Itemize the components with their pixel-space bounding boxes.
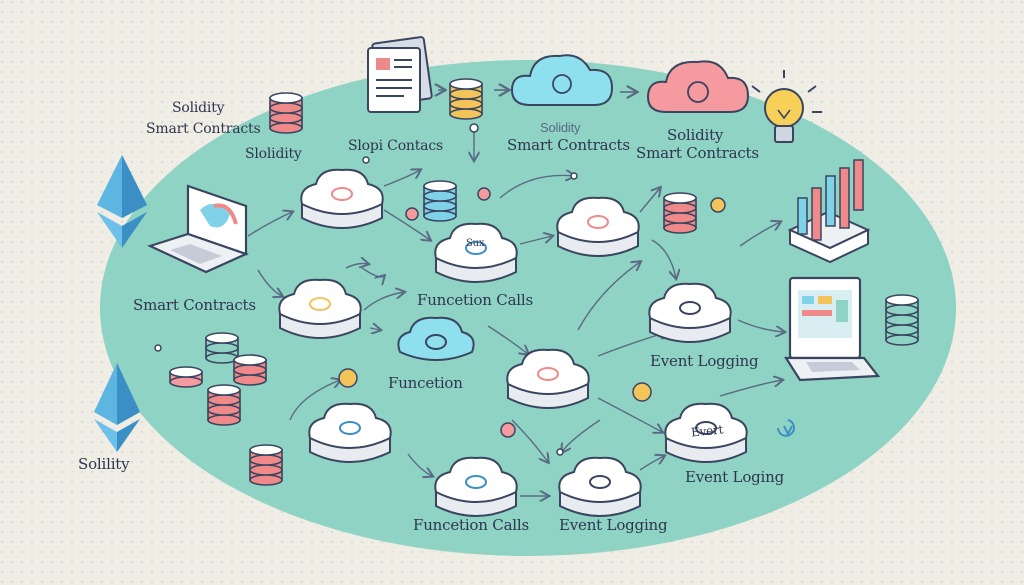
cloud-icon	[646, 60, 750, 113]
lightbulb-icon	[751, 70, 822, 143]
node-tile	[308, 402, 392, 463]
connector-arrow	[519, 236, 552, 245]
connector-arrow	[597, 397, 662, 432]
database-icon	[169, 366, 203, 388]
connector-arrow	[361, 267, 384, 277]
connector-arrow	[511, 419, 548, 462]
connector-arrow	[407, 453, 432, 476]
label-solidity-right: Solidity	[667, 126, 724, 144]
coin-icon	[338, 187, 795, 438]
database-icon	[269, 92, 303, 134]
document-icon	[367, 36, 433, 113]
ethereum-icon	[94, 363, 140, 452]
laptop-icon	[146, 184, 249, 274]
connector-arrow	[739, 222, 780, 247]
database-icon	[663, 192, 697, 234]
label-function-calls-bottom: Funcetion Calls	[413, 516, 530, 534]
tile-text-sux: Sux	[466, 238, 485, 249]
connector-arrow	[363, 292, 404, 311]
connector-arrow	[383, 170, 420, 187]
ethereum-icon	[97, 155, 147, 248]
database-icon	[885, 294, 919, 346]
connector-arrow	[577, 262, 640, 331]
connector-arrow	[487, 325, 528, 354]
connector-arrow	[562, 419, 601, 452]
node-tile	[278, 278, 362, 339]
node-tile-highlight	[397, 316, 475, 361]
database-icon	[249, 444, 283, 486]
connector-arrow	[247, 212, 292, 237]
database-icon	[423, 180, 457, 222]
connector-arrow	[499, 175, 574, 199]
connector-arrow	[737, 319, 784, 332]
node-tile	[664, 402, 748, 463]
node-tile	[558, 456, 642, 517]
label-solidity-bottom-left: Solility	[78, 455, 130, 473]
label-smart-contracts-right: Smart Contracts	[636, 144, 759, 162]
connector-arrow	[719, 380, 782, 397]
database-layer	[169, 78, 919, 486]
node-tile	[506, 348, 590, 409]
node-tile	[556, 196, 640, 257]
database-icon	[233, 354, 267, 386]
label-function-calls-center: Funcetion Calls	[417, 291, 534, 309]
label-smart-contracts-top-left: Smart Contracts	[146, 121, 261, 137]
pin-markers	[154, 123, 578, 456]
label-solidity-cloud: Solidity	[540, 120, 581, 135]
connector-arrow	[639, 456, 664, 471]
connector-arrow	[289, 380, 340, 421]
connector-arrow	[345, 264, 368, 269]
label-smart-contracts-left: Smart Contracts	[133, 296, 256, 314]
connector-arrow	[369, 328, 380, 330]
label-solidity-top-left: Solidity	[172, 100, 225, 116]
connector-arrow	[651, 239, 676, 278]
database-icon	[207, 384, 241, 426]
label-solidity-small: Slolidity	[245, 146, 302, 162]
database-icon	[205, 332, 239, 364]
label-smart-contracts-cloud: Smart Contracts	[507, 136, 630, 154]
label-event-logging-bottom: Event Logging	[559, 516, 668, 534]
database-icon	[449, 78, 483, 120]
cloud-icon	[510, 54, 614, 106]
connector-arrow	[383, 209, 430, 240]
connector-arrow	[257, 269, 282, 296]
laptop-icon	[783, 276, 881, 382]
node-tile	[434, 456, 518, 517]
label-function-center: Funcetion	[388, 374, 463, 392]
bar-chart-icon	[787, 159, 871, 264]
tiles-layer	[278, 168, 748, 517]
node-tile	[300, 168, 384, 229]
label-event-logging-lower-right: Event Loging	[685, 468, 785, 486]
node-tile	[434, 222, 518, 283]
connector-arrow	[639, 188, 660, 213]
label-event-logging-right: Event Logging	[650, 352, 759, 370]
node-tile	[648, 282, 732, 343]
label-slopi-contacs: Slopi Contacs	[348, 138, 443, 154]
